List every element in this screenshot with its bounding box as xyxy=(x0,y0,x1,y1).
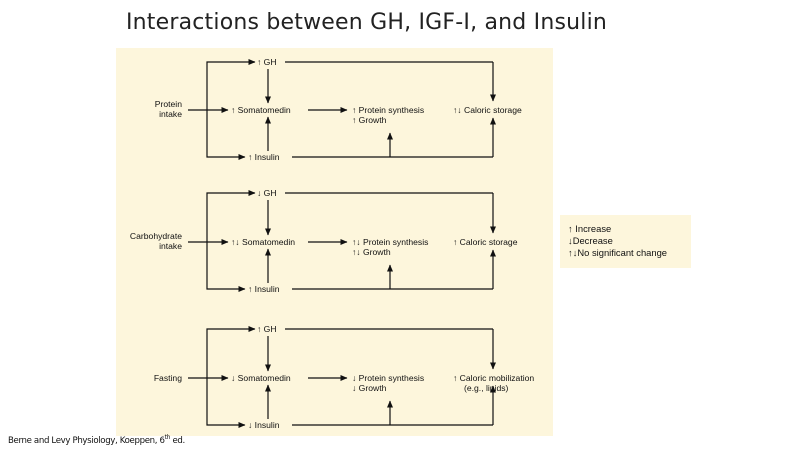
legend-increase: ↑ Increase xyxy=(568,223,612,234)
slide-title: Interactions between GH, IGF-I, and Insu… xyxy=(125,10,608,35)
legend-decrease: ↓Decrease xyxy=(568,235,613,246)
growth-label: ↑↓ Growth xyxy=(352,247,391,257)
gh-label: ↑ GH xyxy=(257,57,277,67)
caloric-label: ↑ Caloric mobilization xyxy=(453,373,534,383)
input-label-line-1: Carbohydrate xyxy=(130,231,182,241)
input-bracket xyxy=(206,328,254,426)
somatomedin-label: ↑ Somatomedin xyxy=(231,105,291,115)
citation-suffix: ed. xyxy=(170,435,185,446)
insulin-label: ↑ Insulin xyxy=(248,284,280,294)
caloric-label-line-2: (e.g., lipids) xyxy=(464,383,509,393)
input-label-line-1: Protein xyxy=(155,99,182,109)
gh-label: ↓ GH xyxy=(257,188,277,198)
input-bracket xyxy=(206,192,254,290)
input-bracket xyxy=(206,61,254,158)
somatomedin-label: ↑↓ Somatomedin xyxy=(231,237,295,247)
insulin-label: ↑ Insulin xyxy=(248,152,280,162)
input-label-line-2: intake xyxy=(159,241,182,251)
citation: Berne and Levy Physiology, Koeppen, 6th … xyxy=(8,434,185,446)
somatomedin-label: ↓ Somatomedin xyxy=(231,373,291,383)
protein-synthesis-label: ↑ Protein synthesis xyxy=(352,105,424,115)
protein-synthesis-label: ↑↓ Protein synthesis xyxy=(352,237,428,247)
citation-text: Berne and Levy Physiology, Koeppen, 6 xyxy=(8,435,165,446)
protein-synthesis-label: ↓ Protein synthesis xyxy=(352,373,424,383)
input-label: Fasting xyxy=(154,373,182,383)
legend-no-change: ↑↓No significant change xyxy=(568,247,668,258)
insulin-label: ↓ Insulin xyxy=(248,420,280,430)
citation-sup: th xyxy=(164,434,171,441)
gh-label: ↑ GH xyxy=(257,324,277,334)
caloric-label: ↑ Caloric storage xyxy=(453,237,518,247)
caloric-label: ↑↓ Caloric storage xyxy=(453,105,522,115)
growth-label: ↑ Growth xyxy=(352,115,387,125)
flow-arrows xyxy=(188,59,496,428)
growth-label: ↓ Growth xyxy=(352,383,387,393)
input-label-line-2: intake xyxy=(159,109,182,119)
legend: ↑ Increase ↓Decrease ↑↓No significant ch… xyxy=(560,215,691,268)
